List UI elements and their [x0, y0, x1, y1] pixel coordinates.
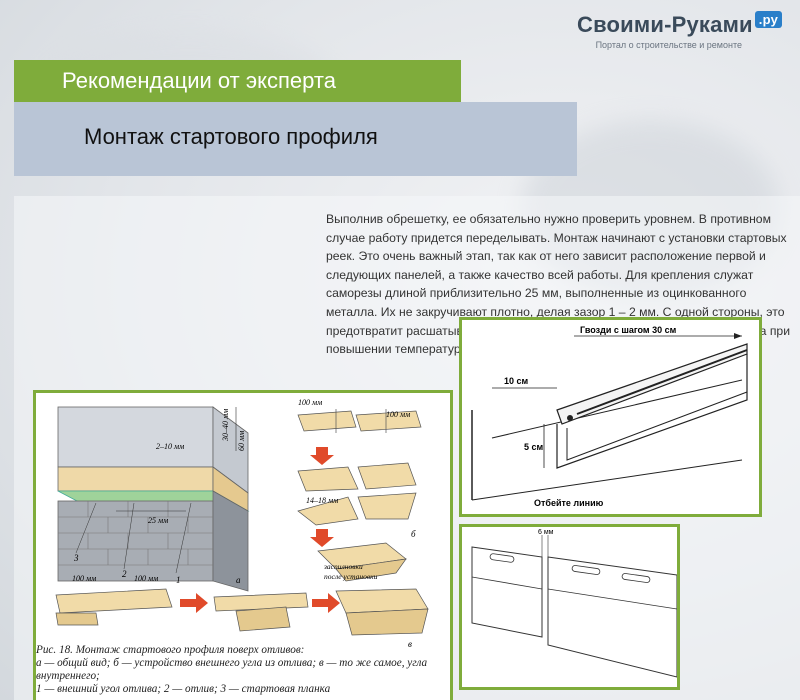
dim-top-100-left: 100 мм: [298, 398, 322, 407]
site-logo[interactable]: Своими-Руками.ру Портал о строительстве …: [532, 11, 782, 50]
logo-tagline: Портал о строительстве и ремонте: [595, 40, 742, 50]
dim-bot-100-left: 100 мм: [72, 574, 96, 583]
dim-5cm: 5 см: [524, 442, 544, 452]
logo-name: Своими-Руками: [577, 12, 753, 37]
page-title: Монтаж стартового профиля: [84, 124, 378, 149]
logo-tld: .ру: [754, 11, 782, 28]
caption-line-1: Рис. 18. Монтаж стартового профиля повер…: [36, 644, 305, 656]
dim-30-40: 30–40 мм: [221, 409, 230, 442]
expert-banner-text: Рекомендации от эксперта: [62, 68, 336, 93]
dim-60: 60 мм: [237, 431, 246, 451]
callout-1: 1: [176, 575, 181, 585]
dim-bot-100-right: 100 мм: [134, 574, 158, 583]
expert-banner: Рекомендации от эксперта: [14, 60, 461, 102]
label-b: б: [411, 529, 416, 539]
title-banner: Монтаж стартового профиля: [14, 102, 577, 176]
caption-line-3: 1 — внешний угол отлива; 2 — отлив; 3 — …: [36, 683, 331, 695]
label-posle: после установки: [324, 572, 378, 581]
dim-2-10: 2–10 мм: [156, 442, 184, 451]
callout-3: 3: [73, 553, 79, 563]
label-zasiln: заспилновки: [323, 562, 363, 571]
figure-start-profile-over-flashing: 30–40 мм 60 мм 2–10 мм 25 мм 3 2 1 а 100…: [33, 390, 453, 700]
figure-panel-joint: 6 мм: [459, 524, 680, 690]
callout-2: 2: [122, 569, 127, 579]
dim-10cm: 10 см: [504, 376, 529, 386]
dim-14-18: 14–18 мм: [306, 496, 338, 505]
nails-label: Гвозди с шагом 30 см: [580, 325, 677, 335]
caption-line-2: а — общий вид; б — устройство внешнего у…: [36, 657, 428, 682]
label-v: в: [408, 639, 412, 649]
figure-caption: Рис. 18. Монтаж стартового профиля повер…: [36, 644, 448, 696]
figure-start-strip-nails: Гвозди с шагом 30 см 10 см 5 см Отбейте …: [459, 317, 762, 517]
cut-line-label: Отбейте линию: [534, 498, 604, 508]
dim-top-100-right: 100 мм: [386, 410, 410, 419]
dim-25: 25 мм: [148, 516, 168, 525]
label-a: а: [236, 575, 241, 585]
gap-label: 6 мм: [538, 529, 554, 536]
